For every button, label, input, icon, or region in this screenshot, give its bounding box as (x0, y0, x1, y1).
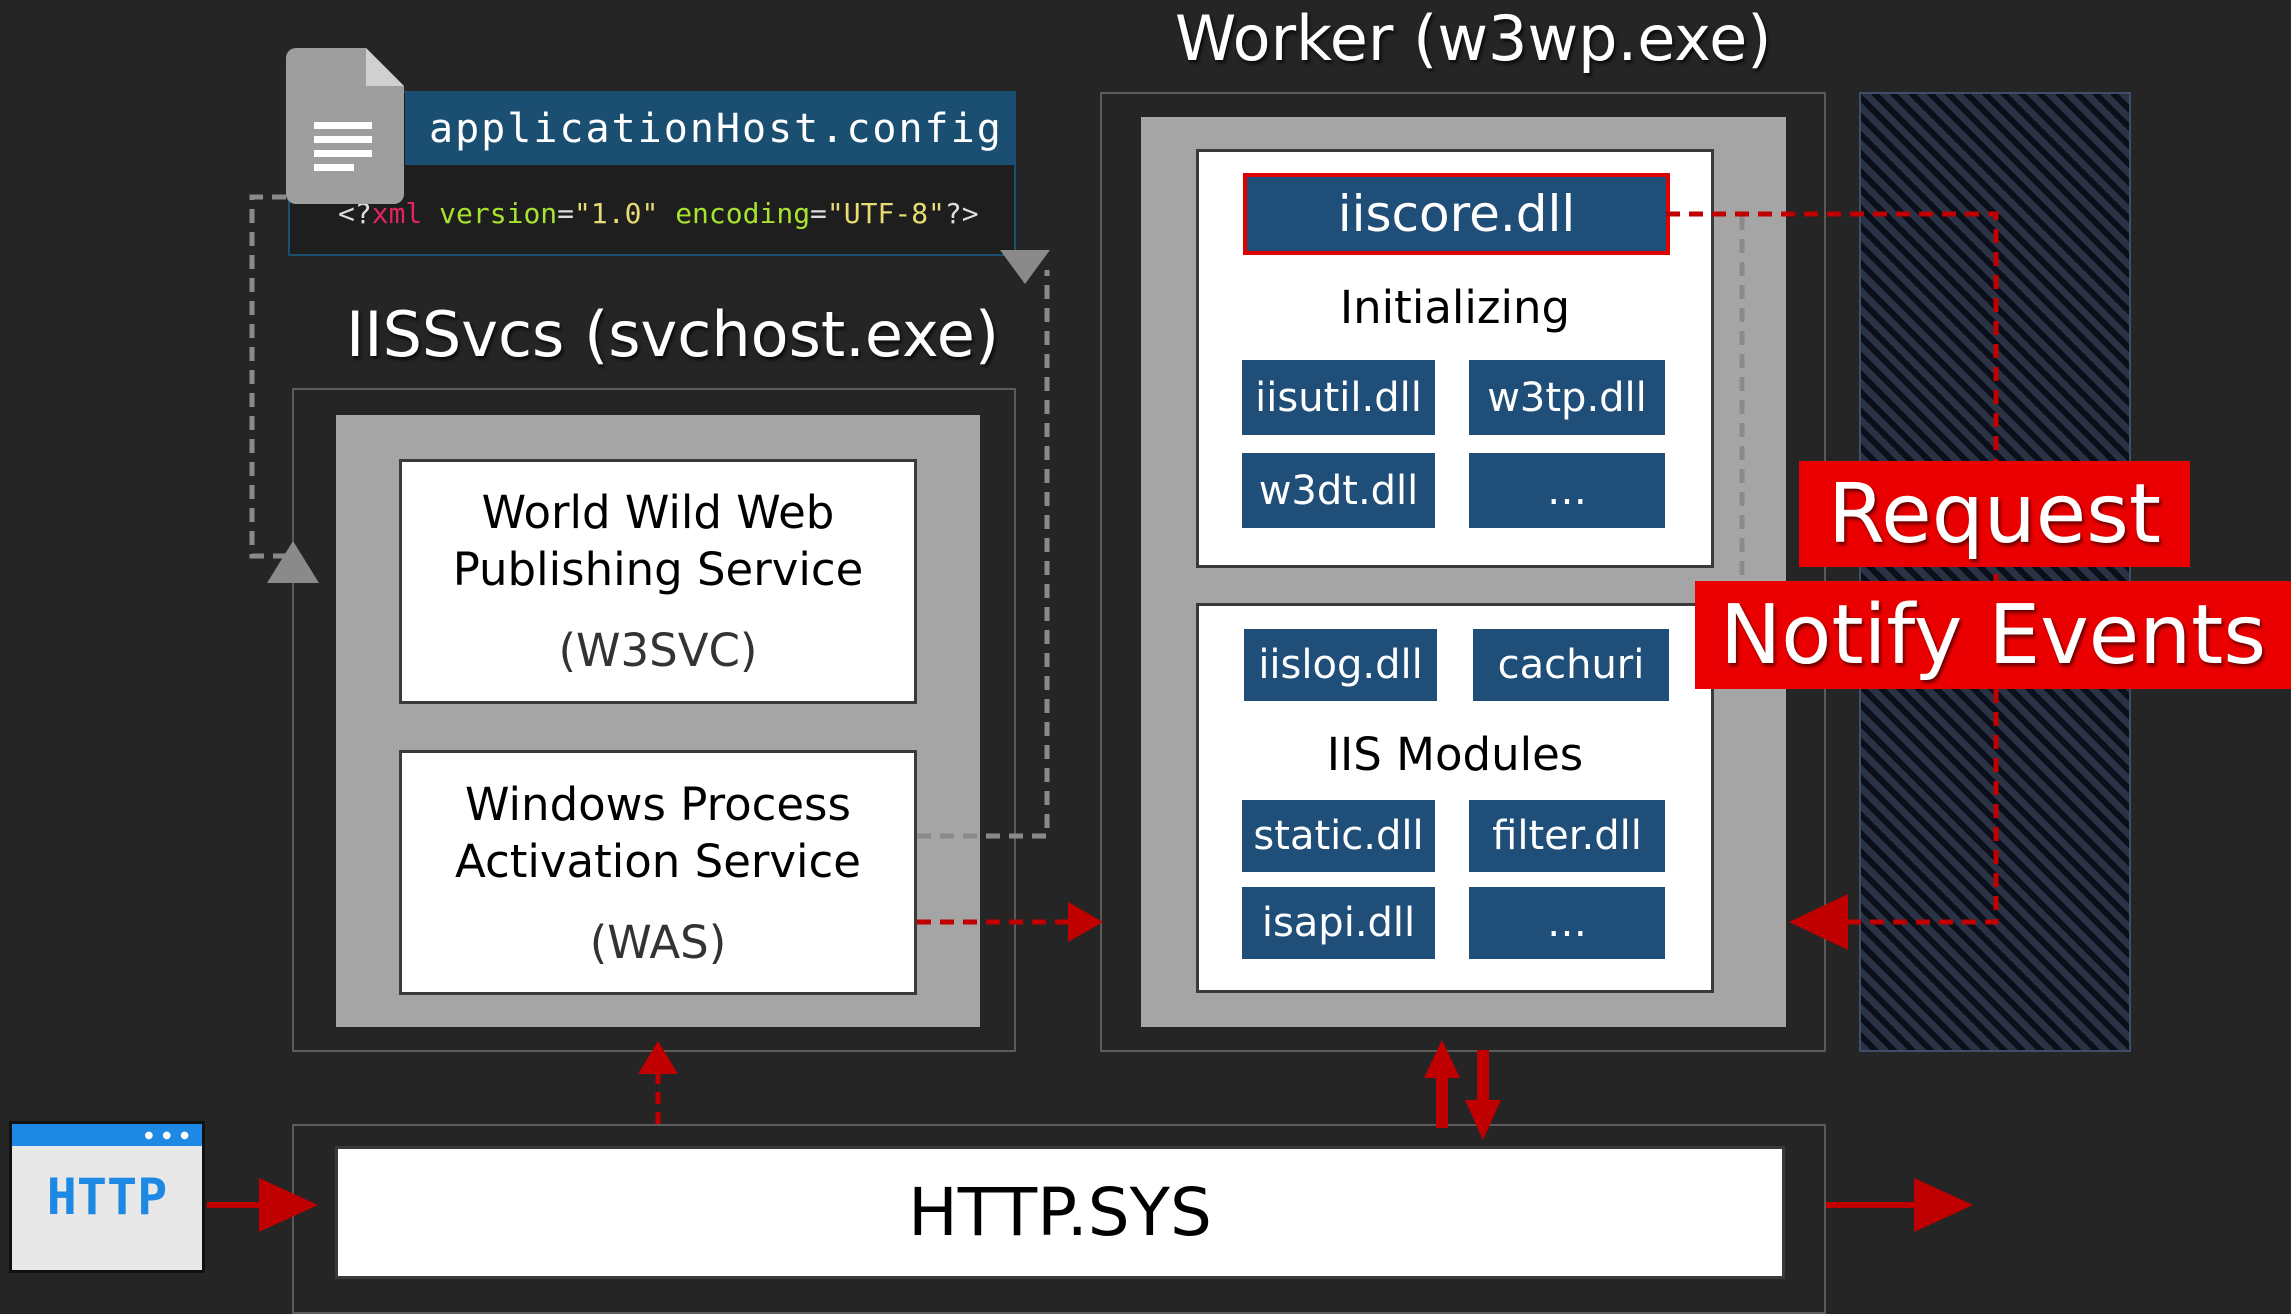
browser-dots: ● ● ● (144, 1130, 192, 1141)
w3svc-line1: World Wild Web (481, 486, 835, 539)
xml-attr-encoding: encoding (675, 197, 811, 230)
httpsys-box[interactable]: HTTP.SYS (335, 1146, 1785, 1279)
w3svc-box[interactable]: World Wild Web Publishing Service (W3SVC… (399, 459, 917, 704)
worker-title: Worker (w3wp.exe) (1175, 2, 1772, 75)
iiscore-to-pipeline-connector (1666, 211, 1999, 925)
was-line1: Windows Process (465, 778, 851, 831)
was-to-config-arrowhead (1000, 250, 1050, 284)
worker-frame (1100, 92, 1826, 1052)
xml-attr-version: version (439, 197, 558, 230)
init-more-dll[interactable]: … (1469, 453, 1665, 528)
config-filename-bar: applicationHost.config (405, 93, 1014, 165)
iisutil-dll[interactable]: iisutil.dll (1242, 360, 1435, 435)
was-line2: Activation Service (455, 835, 861, 888)
httpsys-label: HTTP.SYS (908, 1174, 1212, 1251)
http-in-arrow-shaft (207, 1202, 267, 1208)
was-to-worker-arrowhead (1068, 902, 1103, 942)
iis-modules-label: IIS Modules (1326, 728, 1584, 781)
worker-up-arrow-shaft (1436, 1068, 1448, 1128)
isapi-dll[interactable]: isapi.dll (1242, 887, 1435, 959)
worker-up-arrowhead (1424, 1040, 1460, 1078)
xml-val-encoding: "UTF-8" (826, 197, 945, 230)
document-icon (286, 48, 404, 204)
iissvcs-title: IISSvcs (svchost.exe) (346, 298, 1000, 371)
w3svc-line2: Publishing Service (452, 543, 864, 596)
was-to-config-connector (917, 270, 1050, 839)
httpsys-to-iissvcs-arrowhead (638, 1041, 678, 1074)
w3tp-dll[interactable]: w3tp.dll (1469, 360, 1665, 435)
initializing-box: iiscore.dll Initializing iisutil.dll w3t… (1196, 149, 1714, 568)
http-icon-text: HTTP (46, 1168, 168, 1226)
was-box[interactable]: Windows Process Activation Service (WAS) (399, 750, 917, 995)
xml-val-version: "1.0" (574, 197, 659, 230)
modules-box: iislog.dll cachuri IIS Modules static.dl… (1196, 603, 1714, 993)
pipeline-to-worker-arrowhead (1789, 894, 1848, 950)
modules-more-dll[interactable]: … (1469, 887, 1665, 959)
worker-down-arrow-shaft (1477, 1050, 1489, 1108)
iiscore-dll[interactable]: iiscore.dll (1243, 173, 1670, 255)
http-browser-icon: ● ● ● HTTP (9, 1121, 205, 1273)
http-in-arrowhead (259, 1178, 318, 1232)
http-out-arrowhead (1914, 1178, 1973, 1232)
static-dll[interactable]: static.dll (1242, 800, 1435, 872)
notify-events-label: Notify Events (1695, 581, 2291, 689)
http-out-arrow-shaft (1826, 1202, 1921, 1208)
xml-eq-2: = (810, 197, 827, 230)
iislog-dll[interactable]: iislog.dll (1244, 629, 1437, 701)
worker-down-arrowhead (1465, 1100, 1501, 1140)
w3dt-dll[interactable]: w3dt.dll (1242, 453, 1435, 528)
xml-eq-1: = (557, 197, 575, 230)
initializing-label: Initializing (1339, 281, 1571, 334)
config-to-w3svc-connector (249, 194, 290, 559)
w3svc-abbr: (W3SVC) (558, 624, 758, 677)
config-panel: applicationHost.config <?xml version="1.… (288, 91, 1016, 256)
browser-titlebar (12, 1124, 202, 1146)
config-filename: applicationHost.config (429, 106, 1003, 152)
request-label: Request (1799, 461, 2190, 567)
was-abbr: (WAS) (589, 916, 727, 969)
cachuri-module[interactable]: cachuri (1473, 629, 1669, 701)
config-to-w3svc-arrowhead (267, 541, 319, 583)
filter-dll[interactable]: filter.dll (1469, 800, 1665, 872)
xml-close: ?> (944, 197, 979, 230)
